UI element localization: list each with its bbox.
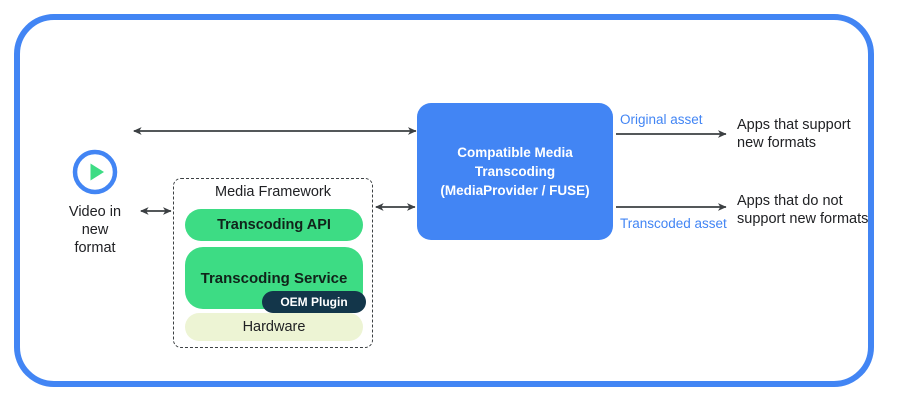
apps-support-new-formats-label: Apps that support new formats [737,117,851,151]
outer-frame-border [14,14,874,387]
media-framework-container: Media Framework Transcoding API Transcod… [173,178,373,348]
original-asset-label: Original asset [620,112,703,127]
compatible-media-transcoding-box[interactable]: Compatible Media Transcoding (MediaProvi… [417,103,613,240]
apps-not-support-new-formats-label: Apps that do not support new formats [737,193,869,227]
video-source-group: Video in new format [45,148,145,257]
compatible-media-transcoding-label: Compatible Media Transcoding (MediaProvi… [440,145,590,198]
play-circle-icon [71,148,119,196]
transcoding-api-box[interactable]: Transcoding API [185,209,363,241]
oem-plugin-badge[interactable]: OEM Plugin [262,291,366,313]
media-framework-title: Media Framework [214,184,332,200]
transcoded-asset-label: Transcoded asset [620,216,727,231]
video-source-caption: Video in new format [68,204,122,256]
hardware-box[interactable]: Hardware [185,313,363,341]
